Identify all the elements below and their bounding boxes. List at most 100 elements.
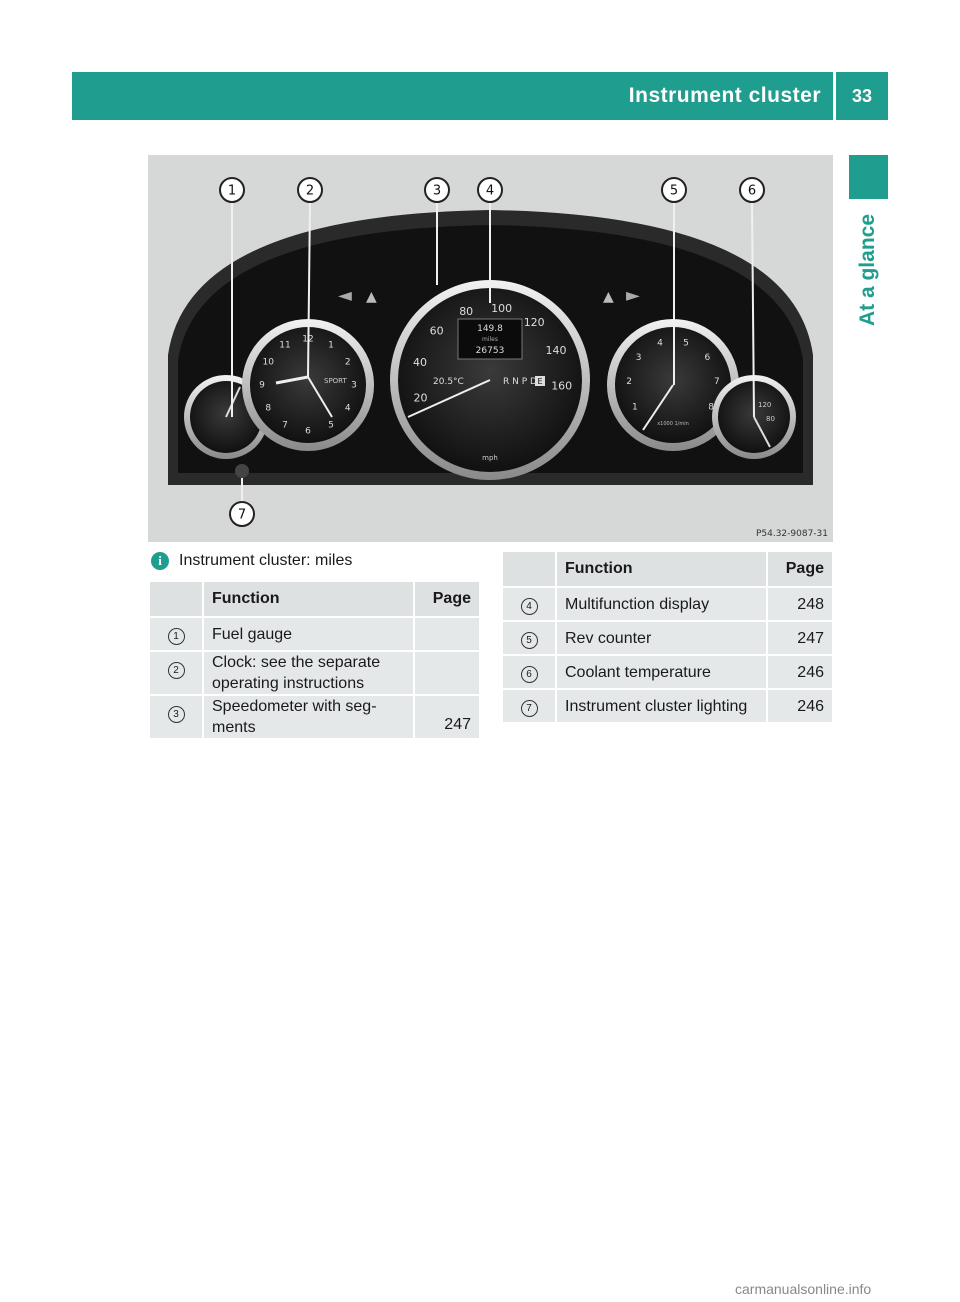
clock-tick-label: 5 [328, 420, 334, 430]
callout-number: 5 [670, 184, 678, 199]
function-table-left: Function Page 1 Fuel gauge 2 Clock: see … [148, 580, 481, 740]
speedometer-tick-label: 20 [414, 392, 428, 405]
clock-tick-label: 7 [282, 420, 288, 430]
row-function: Instrument cluster lighting [555, 688, 768, 724]
callout-number: 7 [238, 508, 246, 523]
clock-minute-hand [307, 376, 333, 418]
col-page-header: Page [413, 580, 481, 618]
footer-watermark: carmanualsonline.info [735, 1281, 872, 1297]
speedometer-needle [407, 379, 491, 418]
row-number: 6 [520, 665, 538, 683]
clock-tick-label: 9 [259, 381, 265, 391]
clock-tick-label: 10 [262, 358, 274, 368]
row-function: Coolant temperature [555, 654, 768, 690]
col-page-header: Page [766, 550, 834, 588]
clock-tick-label: 8 [265, 404, 271, 414]
clock-tick-label: 1 [328, 341, 334, 351]
row-function: Rev counter [555, 620, 768, 656]
callout-circle [297, 177, 323, 203]
row-number: 5 [520, 631, 538, 649]
chapter-label: At a glance [856, 213, 879, 327]
section-title: Instrument cluster [628, 84, 821, 107]
warning-right-icon: ▲ [603, 289, 614, 305]
display-trip: 149.8 [477, 324, 503, 334]
coolant-gauge-needle [753, 416, 771, 448]
page-number: 33 [851, 85, 873, 106]
info-icon: i [151, 552, 169, 570]
row-page: 247 [413, 694, 481, 740]
speedometer-tick-label: 80 [459, 305, 473, 318]
table-row: 3 Speedometer with seg-ments 247 [148, 694, 481, 740]
callout-circle [477, 177, 503, 203]
callout-number: 1 [228, 184, 236, 199]
callout-lines [231, 201, 755, 502]
rev-unit-label: x1000 1/min [657, 421, 689, 427]
header-divider [833, 72, 836, 120]
row-number: 4 [520, 597, 538, 615]
rev-counter-tick-label: 3 [636, 353, 642, 363]
clock-hour-hand [275, 375, 309, 385]
figure-ref-code: P54.32-9087-31 [756, 529, 828, 539]
rev-counter-tick-label: 2 [626, 377, 632, 387]
row-function: Multifunction display [555, 586, 768, 622]
clock-mode-label: SPORT [324, 377, 348, 385]
speedometer-tick-label: 40 [413, 356, 427, 369]
figure-caption: i Instrument cluster: miles [151, 552, 352, 570]
rev-counter-needle [642, 384, 674, 431]
rev-counter-tick-label: 4 [657, 339, 663, 349]
callout-number: 6 [748, 184, 756, 199]
table-row: 5 Rev counter 247 [501, 620, 834, 656]
speedometer-tick-label: 140 [546, 344, 567, 357]
rev-counter-tick-label: 8 [708, 403, 714, 413]
callout-circle [229, 501, 255, 527]
table-row: 1 Fuel gauge [148, 616, 481, 652]
row-page: 247 [766, 620, 834, 656]
col-function-header: Function [202, 580, 415, 618]
display-unit: miles [482, 336, 498, 343]
caption-text: Instrument cluster: miles [179, 552, 353, 569]
clock-tick-label: 6 [305, 427, 311, 437]
row-page: 246 [766, 654, 834, 690]
clock-face [250, 327, 366, 443]
row-number: 3 [167, 706, 185, 723]
clock-tick-label: 2 [345, 358, 351, 368]
display-mode-box [535, 376, 545, 386]
speedometer-tick-label: 120 [524, 316, 545, 329]
rev-counter-tick-label: 5 [683, 339, 689, 349]
row-page: 248 [766, 586, 834, 622]
left-arrow-icon: ◄ [338, 285, 352, 306]
display-odometer: 26753 [476, 346, 505, 356]
right-arrow-icon: ► [626, 285, 640, 306]
page-header: Instrument cluster 33 [72, 72, 888, 120]
callout-circle [424, 177, 450, 203]
multifunction-display [457, 318, 523, 360]
display-gears: R N P D [503, 377, 537, 387]
callout-circle [219, 177, 245, 203]
callout-circle [661, 177, 687, 203]
table-row: 4 Multifunction display 248 [501, 586, 834, 622]
display-mode: E [537, 377, 542, 386]
callout-markers: 1 2 3 4 5 6 7 [219, 177, 765, 527]
speed-unit-label: mph [482, 454, 498, 462]
clock-tick-label: 11 [279, 341, 290, 351]
rev-counter-tick-label: 7 [714, 377, 720, 387]
callout-number: 2 [306, 184, 314, 199]
speedometer-tick-label: 160 [551, 379, 572, 392]
row-number: 2 [167, 662, 185, 679]
chapter-tab [849, 155, 888, 199]
row-function: Fuel gauge [202, 616, 415, 652]
callout-circle [739, 177, 765, 203]
row-page [413, 616, 481, 652]
function-table-right: Function Page 4 Multifunction display 24… [501, 550, 834, 724]
clock-tick-label: 4 [345, 404, 351, 414]
coolant-tick-0: 120 [758, 401, 771, 409]
row-function: Speedometer with seg-ments [202, 694, 415, 740]
table-row: 7 Instrument cluster lighting 246 [501, 688, 834, 724]
table-row: 6 Coolant temperature 246 [501, 654, 834, 690]
row-number: 1 [167, 627, 185, 645]
row-page [413, 650, 481, 696]
clock-tick-label: 3 [351, 381, 357, 391]
